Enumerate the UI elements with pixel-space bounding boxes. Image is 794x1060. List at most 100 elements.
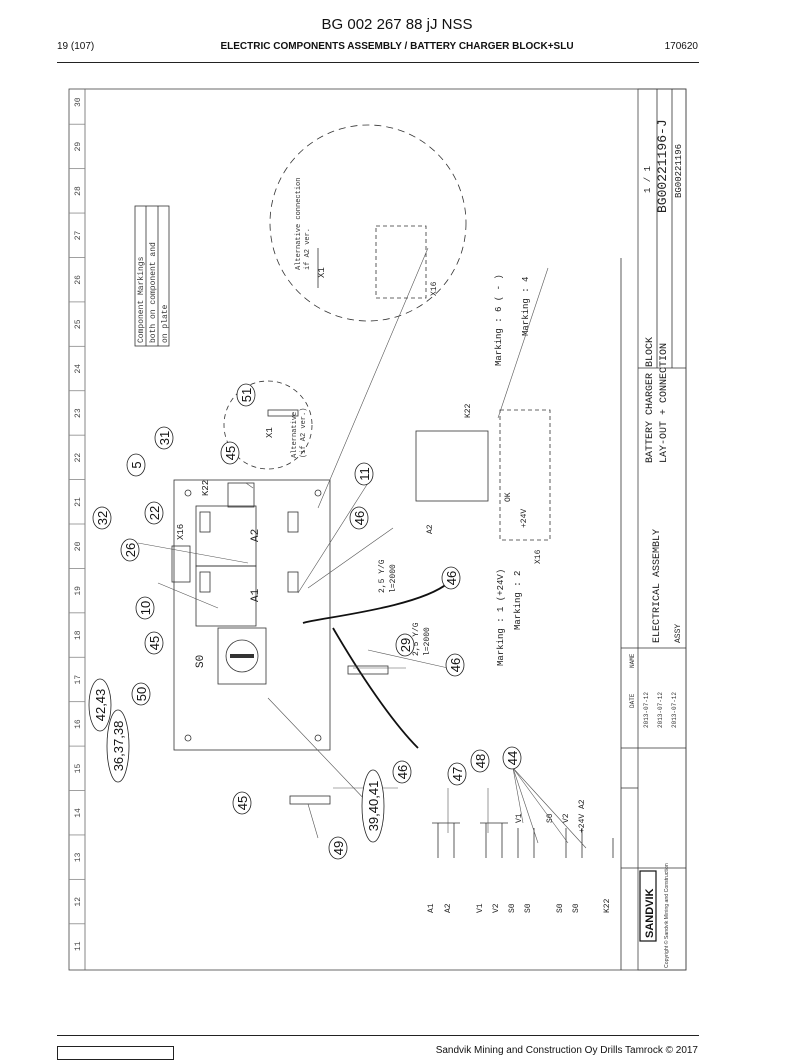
terminal-x16-label: X16 [176,524,186,540]
svg-text:+24V A2: +24V A2 [578,799,587,833]
grid-number: 14 [74,808,83,818]
grid-number: 11 [74,941,83,951]
svg-text:45: 45 [235,796,250,810]
svg-text:S0: S0 [546,813,555,823]
svg-text:42,43: 42,43 [93,689,108,722]
svg-text:22: 22 [147,506,162,520]
callout-10: 10 [135,596,155,620]
terminal-x16 [171,545,191,583]
grid-number: 27 [74,230,83,240]
note-box [134,205,170,347]
module-a2-label: A2 [250,529,262,542]
grid-number: 24 [74,364,83,374]
grid-number: 20 [74,541,83,551]
svg-text:49: 49 [331,841,346,855]
svg-text:11: 11 [357,467,372,481]
svg-text:44: 44 [505,751,520,765]
grid-number: 16 [74,719,83,729]
svg-text:2,5 Y/G: 2,5 Y/G [378,559,387,593]
grid-number: 29 [74,142,83,152]
svg-text:S0: S0 [572,903,581,913]
ground-bar-49 [289,795,331,805]
module-a1-label: A1 [250,588,262,602]
date-header: DATE [629,693,636,708]
grid-number: 28 [74,186,83,196]
alt-circle-large [269,124,467,322]
svg-text:46: 46 [395,765,410,779]
assembly-title-1: ELECTRICAL ASSEMBLY [652,529,663,643]
svg-text:V2: V2 [562,813,571,823]
callout-44: 44 [502,746,522,770]
svg-text:Marking : 1 (+24V): Marking : 1 (+24V) [496,569,506,666]
grid-number: 17 [74,675,83,685]
title-block [637,88,687,971]
approved-date: 2013-07-12 [671,692,678,728]
svg-text:A2: A2 [426,524,435,534]
svg-text:Marking : 6 ( - ): Marking : 6 ( - ) [494,274,504,366]
callout-balloons: 5 10 11 22 26 29 31 32 45 45 45 46 46 46… [88,383,522,860]
svg-text:46: 46 [444,571,459,585]
svg-text:Alternative connection: Alternative connection [295,178,303,270]
svg-text:46: 46 [352,511,367,525]
section-title: ELECTRIC COMPONENTS ASSEMBLY / BATTERY C… [220,41,574,52]
svg-text:Alternative: Alternative [291,412,299,458]
svg-text:+24V: +24V [520,509,529,528]
callout-46-d: 46 [392,760,412,784]
page-number: 19 (107) [57,41,95,52]
header-rule [57,62,699,63]
svg-text:Marking : 2: Marking : 2 [513,571,523,630]
callout-42-43: 42,43 [88,678,112,732]
svg-text:X1: X1 [317,267,327,278]
module-a2 [195,505,257,567]
svg-text:Marking : 4: Marking : 4 [521,277,531,336]
grid-number: 21 [74,497,83,507]
svg-text:39,40,41: 39,40,41 [366,781,381,832]
drawing-title-2: LAY-OUT + CONNECTION [659,343,670,463]
drawing-number-small: BG00221196 [674,144,684,198]
callout-22: 22 [144,501,164,525]
drawing-title-1: BATTERY CHARGER BLOCK [645,337,656,463]
callout-48: 48 [470,749,490,773]
callout-32: 32 [92,506,112,530]
svg-text:10: 10 [138,601,153,615]
svg-text:50: 50 [134,687,149,701]
svg-text:48: 48 [473,754,488,768]
svg-text:2,5 Y/G: 2,5 Y/G [412,622,421,656]
svg-text:32: 32 [95,511,110,525]
grid-number: 26 [74,275,83,285]
copyright-line: Copyright © Sandvik Mining and Construct… [663,863,670,968]
svg-text:(if A2 ver.): (if A2 ver.) [300,408,308,458]
svg-text:45: 45 [147,636,162,650]
grid-number: 12 [74,897,83,907]
svg-text:l=2000: l=2000 [389,564,398,593]
grid-number: 30 [74,97,83,107]
svg-text:S0: S0 [556,903,565,913]
footer-rule [57,1035,699,1036]
connector-k22-a2 [415,430,489,502]
svg-text:A2: A2 [444,903,453,913]
module-a1 [195,565,257,627]
mounting-plate [173,479,331,751]
svg-text:l=2000: l=2000 [423,627,432,656]
callout-26: 26 [120,538,140,562]
svg-text:OK: OK [504,492,513,502]
svg-text:K22: K22 [464,403,473,418]
name-header: NAME [629,653,636,668]
callout-45-a: 45 [220,441,240,465]
date-code: 170620 [664,41,698,52]
svg-text:S0: S0 [524,903,533,913]
sheet-number: 1 / 1 [643,166,653,193]
svg-text:47: 47 [450,767,465,781]
footer-text: Sandvik Mining and Construction Oy Drill… [435,1045,698,1056]
note-line: on plate [161,304,170,343]
note-line: Component Markings [137,256,146,343]
svg-text:K22: K22 [603,898,612,913]
checked-date: 2013-07-12 [657,692,664,728]
svg-text:31: 31 [157,431,172,445]
document-title: BG 002 267 88 jJ NSS [321,16,473,33]
technical-drawing: 1112131415161718192021222324252627282930… [68,88,687,971]
sandvik-logo [639,870,657,942]
grid-number: 15 [74,764,83,774]
grid-number: 23 [74,408,83,418]
